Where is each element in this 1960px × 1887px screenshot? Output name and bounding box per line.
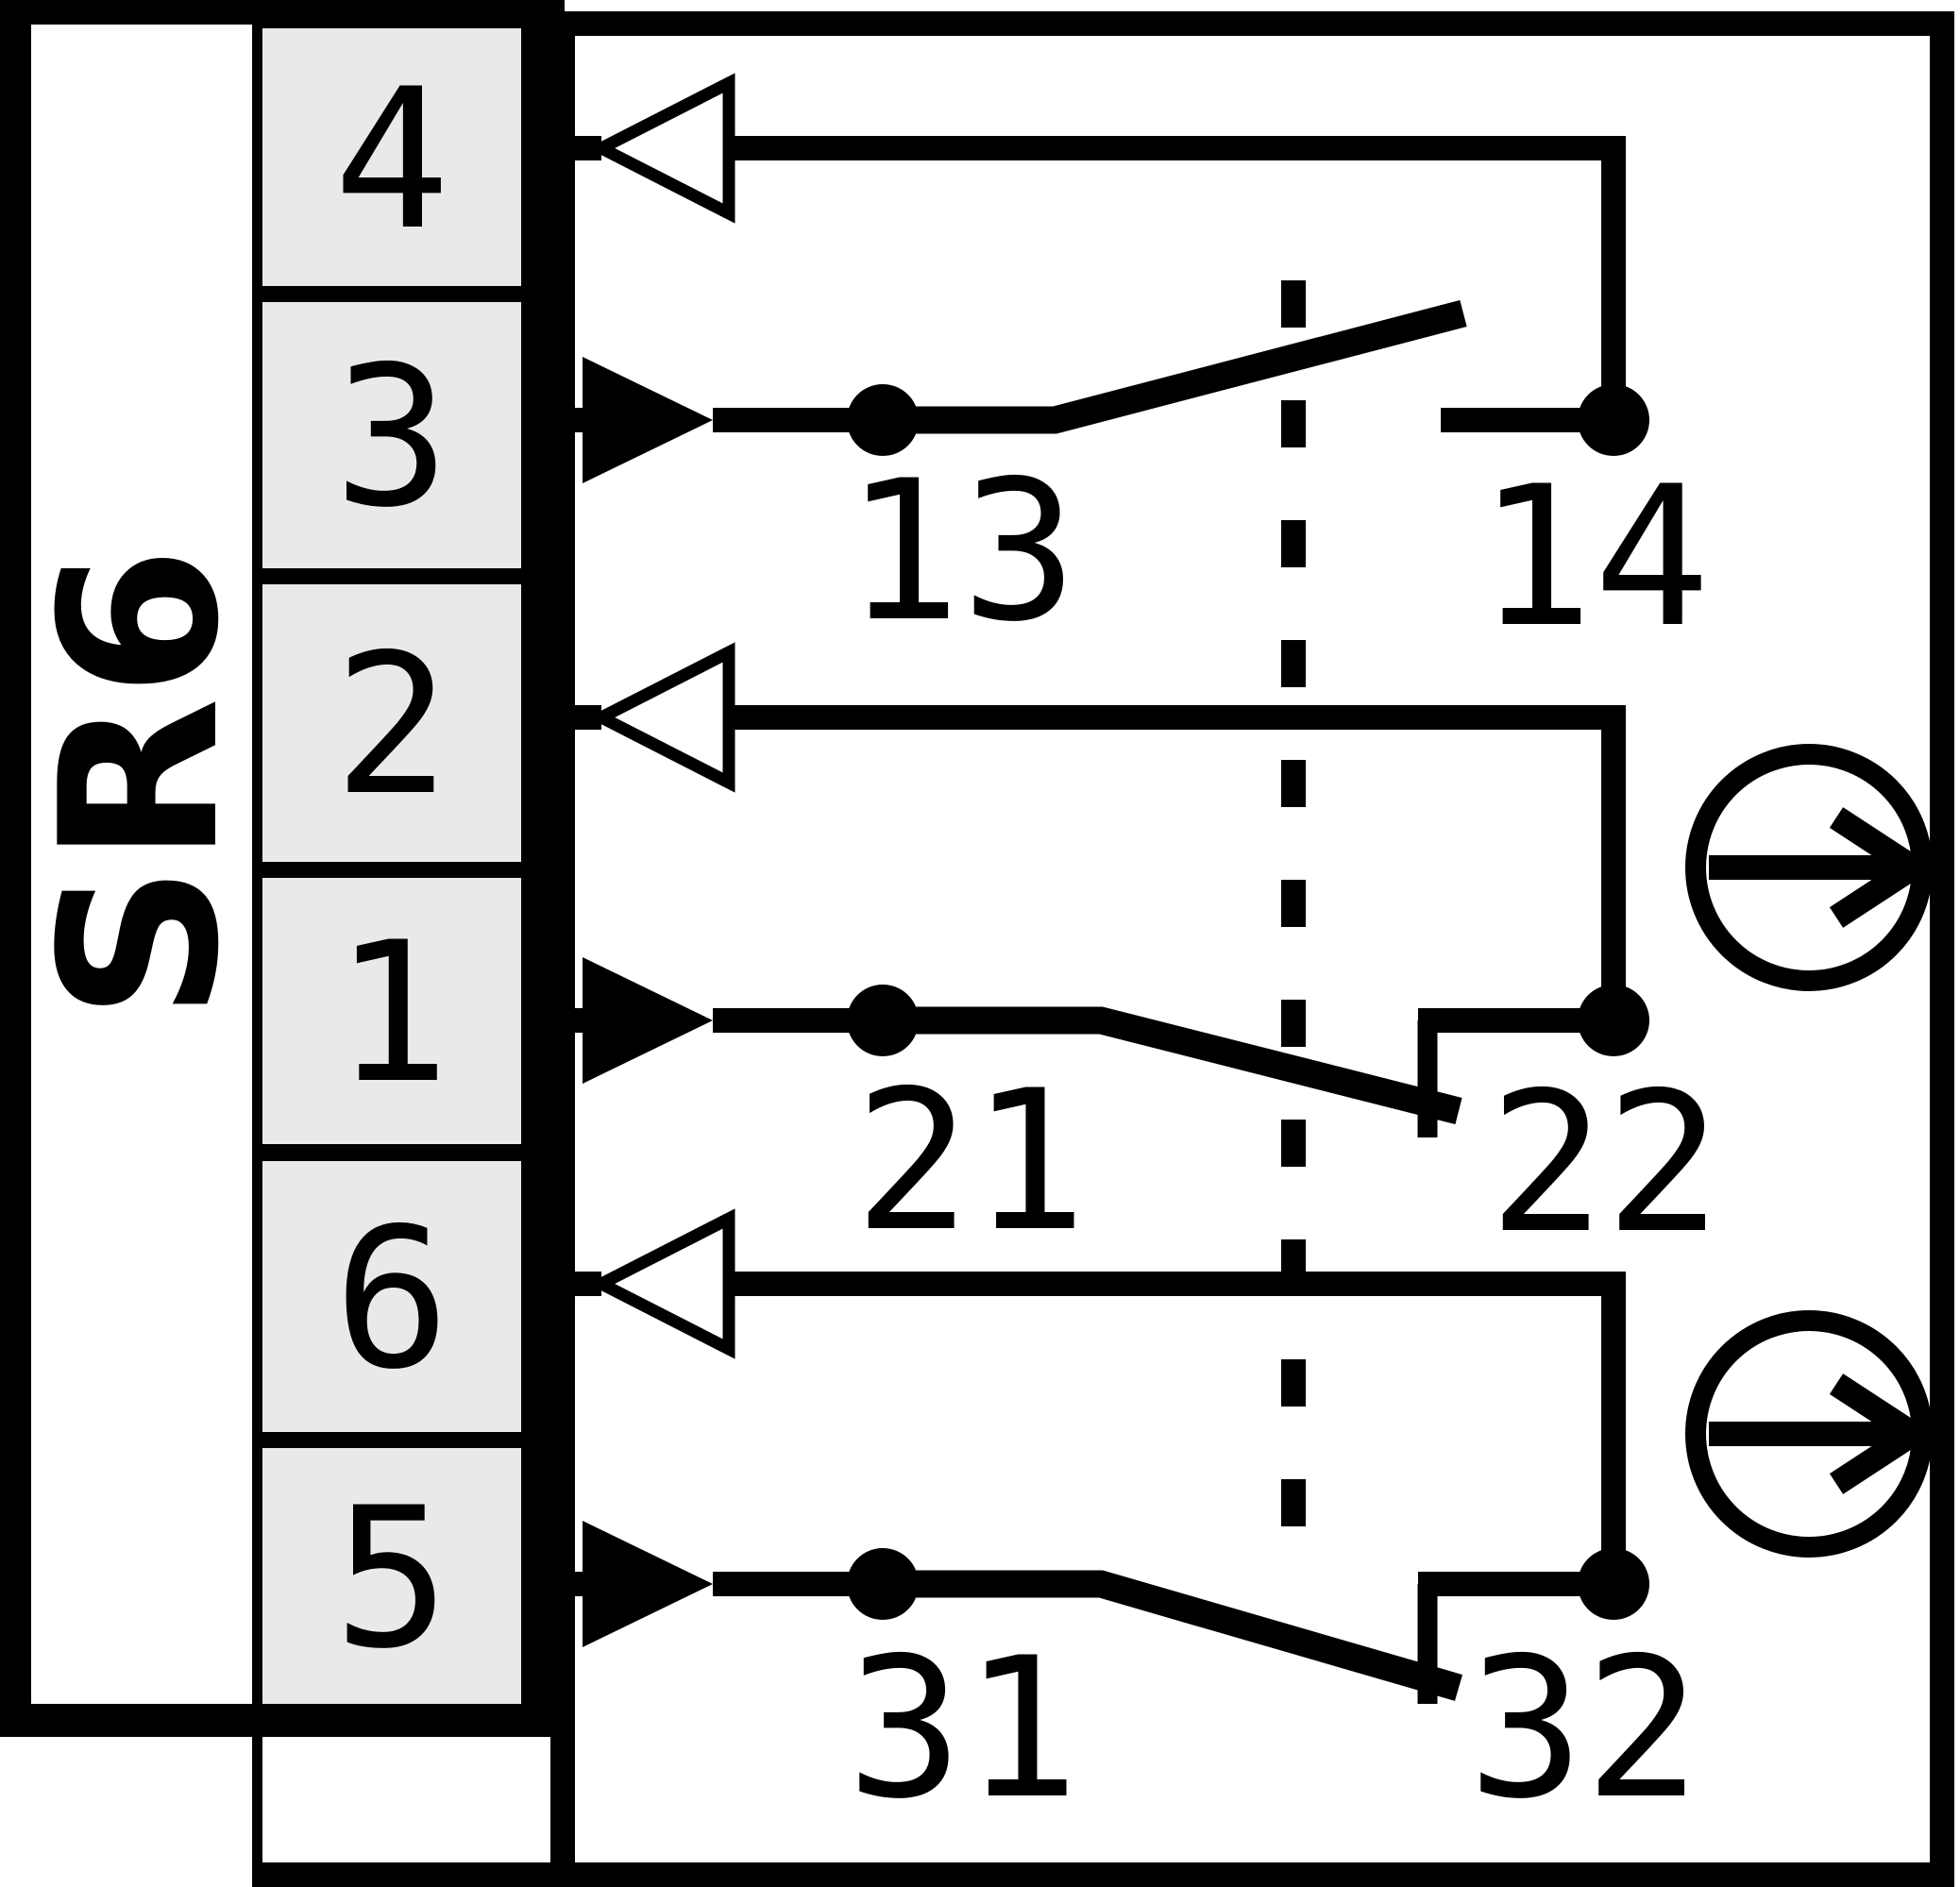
contact-label-32: 32 <box>1468 1617 1701 1842</box>
contact-point-22 <box>1578 985 1649 1056</box>
enclosure-frame <box>252 11 1954 1887</box>
terminal-number-5: 5 <box>333 1467 449 1692</box>
moving-contact-blade-13-open <box>883 299 1467 434</box>
device-label-box <box>31 25 252 1704</box>
enclosure-border <box>550 11 1954 1887</box>
terminal-block: SR6 4 3 2 1 6 5 <box>0 0 565 1737</box>
actuator-symbol-upper <box>1685 744 1935 991</box>
terminal-cell-5 <box>262 1448 521 1704</box>
frame-bottom-extension <box>252 1862 573 1887</box>
terminal-cell-3 <box>262 302 521 568</box>
contact-point-32 <box>1578 1548 1649 1620</box>
contact-nc-31-32: 31 32 <box>555 1208 1701 1842</box>
terminal-cell-1 <box>262 878 521 1144</box>
wire-terminal-2-to-22 <box>729 705 1626 1020</box>
wire-terminal-6-to-32 <box>729 1272 1626 1584</box>
contact-nc-21-22: 21 22 <box>555 642 1722 1276</box>
filled-arrow-icon-terminal-3 <box>583 357 713 483</box>
frame-left-connector-line <box>252 1737 262 1887</box>
terminal-number-2: 2 <box>333 614 449 838</box>
actuator-arrow-head-icon <box>1829 807 1935 928</box>
actuator-arrow-head-icon <box>1829 1373 1935 1494</box>
terminal-cell-2 <box>262 584 521 862</box>
contact-label-21: 21 <box>854 1050 1088 1274</box>
moving-contact-blade-31-closed <box>883 1570 1463 1701</box>
terminal-cell-6 <box>262 1161 521 1432</box>
contact-label-31: 31 <box>847 1617 1080 1842</box>
actuator-symbol-lower <box>1685 1310 1935 1558</box>
terminal-number-3: 3 <box>333 326 449 550</box>
filled-arrow-icon-terminal-1 <box>583 957 713 1084</box>
contact-label-14: 14 <box>1478 446 1711 670</box>
terminal-number-6: 6 <box>333 1188 449 1412</box>
moving-contact-blade-21-closed <box>883 1006 1462 1125</box>
contact-point-14 <box>1578 384 1649 456</box>
terminal-number-4: 4 <box>333 48 449 273</box>
device-label: SR6 <box>15 547 267 1021</box>
contact-no-13-14: 13 14 <box>555 73 1711 670</box>
contact-label-22: 22 <box>1489 1052 1722 1276</box>
terminal-cell-4 <box>262 28 521 286</box>
terminal-number-1: 1 <box>333 901 449 1126</box>
wire-terminal-4-to-14 <box>729 136 1626 420</box>
contact-label-13: 13 <box>845 440 1078 665</box>
filled-arrow-icon-terminal-5 <box>583 1521 713 1647</box>
